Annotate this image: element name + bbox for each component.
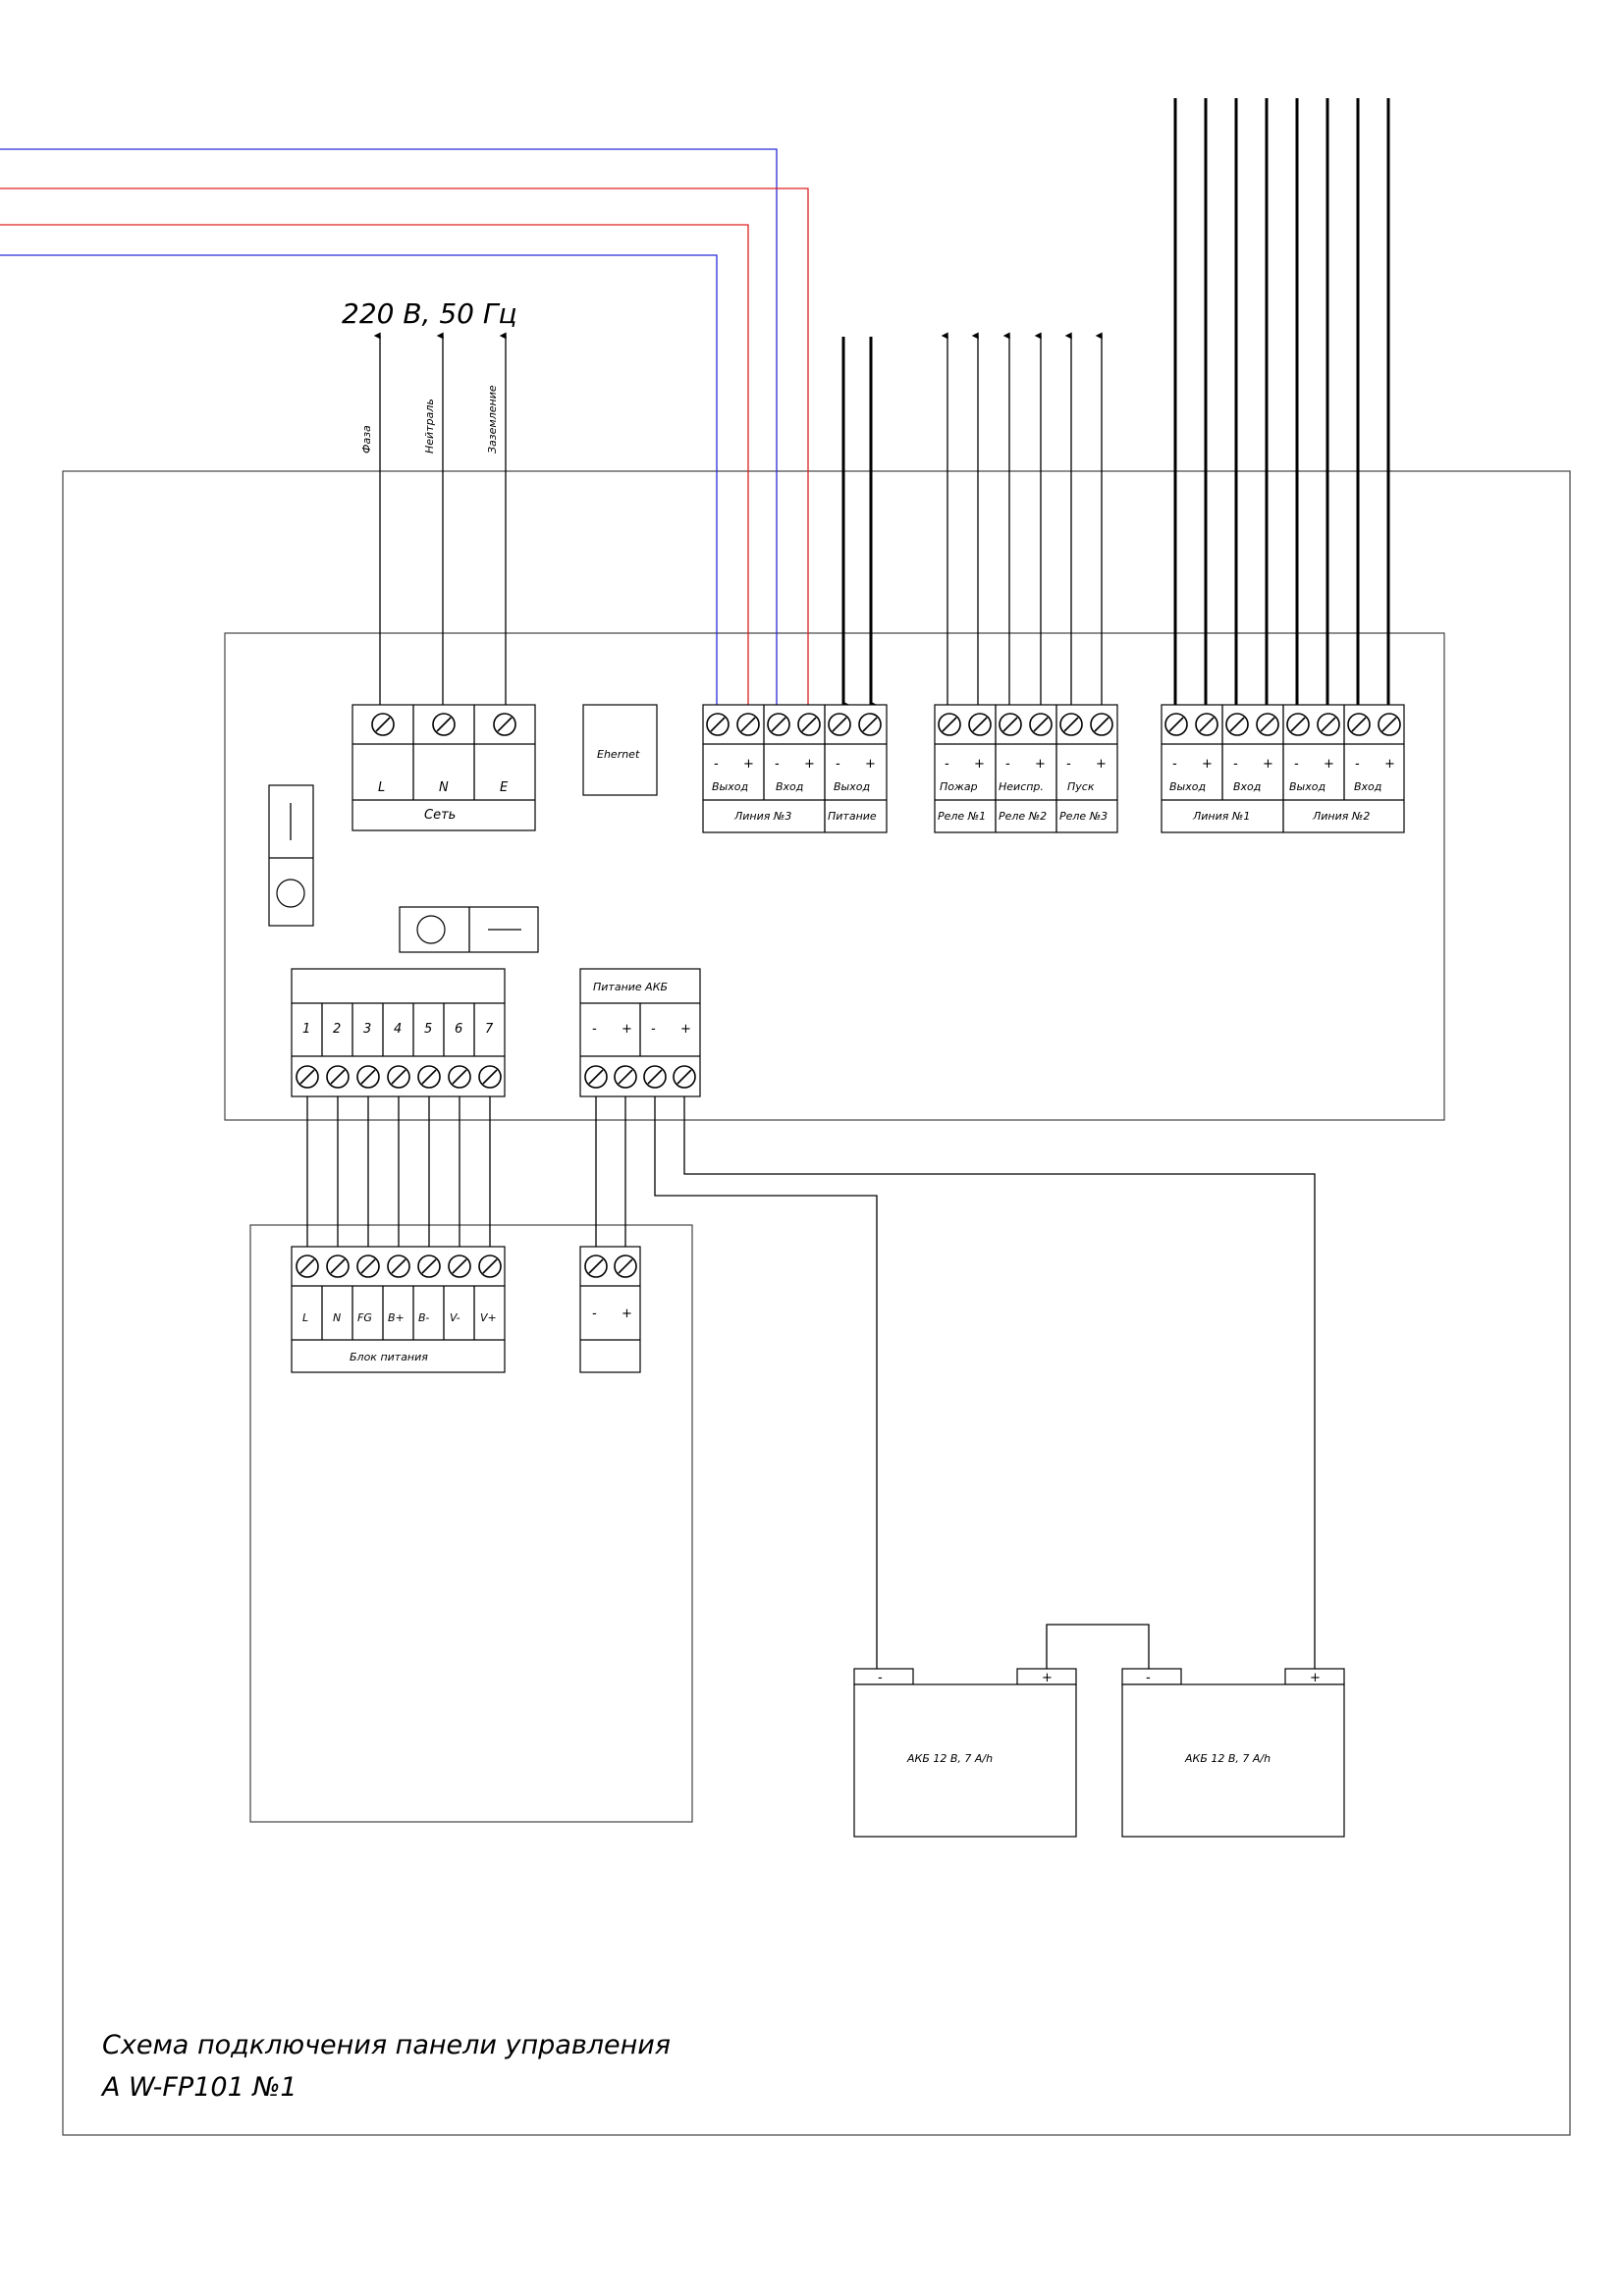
- internal-wires: [306, 1096, 1316, 1669]
- psu-dc-terminal-block: - +: [579, 1246, 641, 1373]
- wire-ground-label: Заземление: [486, 385, 499, 454]
- polarity-plus: +: [1035, 757, 1046, 772]
- power-arrows: [373, 332, 507, 705]
- psu-module-outline: [249, 1224, 693, 1823]
- relay2-label: Реле №2: [999, 810, 1047, 823]
- relay-start-label: Пуск: [1067, 780, 1095, 793]
- polarity-minus: -: [836, 757, 840, 772]
- polarity-minus: -: [1172, 757, 1177, 772]
- horizontal-toggle-switch[interactable]: [399, 906, 539, 953]
- battery-2-label: АКБ 12 В, 7 А/h: [1184, 1752, 1271, 1765]
- power-group-label: Питание: [828, 810, 877, 823]
- line3-terminal-block: - + - + - + Выход Вход Выход Линия №3 Пи…: [702, 337, 888, 833]
- psu-terminal-Bminus: B-: [418, 1311, 429, 1324]
- terminal-number: 3: [363, 1022, 371, 1037]
- control-board-outline: [224, 632, 1445, 1121]
- incoming-cables: [0, 148, 809, 705]
- numbered-terminal-block: 1 2 3 4 5 6 7: [291, 968, 506, 1097]
- mains-terminal-N: N: [439, 780, 449, 795]
- mains-terminal-block: L N E Сеть: [352, 704, 536, 831]
- mains-block-label: Сеть: [424, 808, 456, 823]
- power-output-label: Выход: [834, 780, 870, 793]
- wire-phase-label: Фаза: [360, 425, 373, 454]
- polarity-minus: -: [775, 757, 780, 772]
- relay-fault-label: Неиспр.: [999, 780, 1044, 793]
- polarity-plus: +: [622, 1307, 632, 1321]
- caption-line-2: A W-FP101 №1: [100, 2072, 298, 2103]
- polarity-minus: -: [592, 1022, 597, 1037]
- polarity-minus: -: [1233, 757, 1238, 772]
- line1-group-label: Линия №1: [1192, 810, 1250, 823]
- mains-terminal-E: E: [500, 780, 509, 795]
- psu-terminal-Bplus: B+: [388, 1311, 405, 1324]
- terminal-number: 2: [333, 1022, 341, 1037]
- battery-1-label: АКБ 12 В, 7 А/h: [906, 1752, 993, 1765]
- battery-1: - + АКБ 12 В, 7 А/h: [853, 1668, 1077, 1838]
- terminal-number: 7: [485, 1022, 494, 1037]
- psu-terminal-block: L N FG B+ B- V- V+ Блок питания: [291, 1246, 506, 1373]
- lines12-terminal-block: - + - + - + - + Выход Вход Выход Вход Ли…: [1161, 98, 1405, 833]
- enclosure-outline: [62, 470, 1571, 2136]
- line3-group-label: Линия №3: [733, 810, 791, 823]
- psu-terminal-Vplus: V+: [480, 1311, 497, 1324]
- terminal-number: 1: [302, 1022, 310, 1037]
- ethernet-label: Ehernet: [597, 748, 640, 761]
- battery-2-minus: -: [1146, 1671, 1151, 1685]
- relay1-label: Реле №1: [938, 810, 986, 823]
- terminal-number: 4: [394, 1022, 402, 1037]
- psu-terminal-L: L: [302, 1311, 308, 1324]
- polarity-plus: +: [1096, 757, 1107, 772]
- polarity-minus: -: [1294, 757, 1299, 772]
- battery-2-plus: +: [1310, 1671, 1321, 1685]
- line2-input-label: Вход: [1354, 780, 1381, 793]
- relay3-label: Реле №3: [1059, 810, 1108, 823]
- terminal-number: 6: [455, 1022, 462, 1037]
- line3-output-label: Выход: [712, 780, 748, 793]
- polarity-minus: -: [1355, 757, 1360, 772]
- battery-2: - + АКБ 12 В, 7 А/h: [1121, 1668, 1345, 1838]
- vertical-toggle-switch[interactable]: [268, 784, 314, 927]
- terminal-number: 5: [424, 1022, 432, 1037]
- line2-group-label: Линия №2: [1312, 810, 1370, 823]
- relay-terminal-block: - + - + - + Пожар Неиспр. Пуск Реле №1 Р…: [934, 332, 1118, 833]
- mains-terminal-L: L: [378, 780, 385, 795]
- polarity-plus: +: [1263, 757, 1273, 772]
- polarity-minus: -: [1066, 757, 1071, 772]
- power-heading: 220 В, 50 Гц: [342, 297, 517, 330]
- line1-output-label: Выход: [1169, 780, 1206, 793]
- line1-input-label: Вход: [1233, 780, 1261, 793]
- battery-1-plus: +: [1042, 1671, 1053, 1685]
- wire-neutral-label: Нейтраль: [423, 399, 436, 454]
- polarity-plus: +: [804, 757, 815, 772]
- polarity-minus: -: [945, 757, 949, 772]
- psu-terminal-FG: FG: [357, 1311, 372, 1324]
- battery-1-minus: -: [878, 1671, 883, 1685]
- line3-input-label: Вход: [776, 780, 803, 793]
- battery-power-terminal-block: Питание АКБ - + - +: [579, 968, 701, 1097]
- polarity-minus: -: [592, 1307, 597, 1321]
- polarity-minus: -: [651, 1022, 656, 1037]
- polarity-minus: -: [714, 757, 719, 772]
- polarity-plus: +: [622, 1022, 632, 1037]
- line2-output-label: Выход: [1289, 780, 1325, 793]
- psu-block-label: Блок питания: [350, 1351, 428, 1363]
- polarity-plus: +: [1202, 757, 1213, 772]
- polarity-plus: +: [1384, 757, 1395, 772]
- caption-line-1: Схема подключения панели управления: [102, 2030, 671, 2060]
- ethernet-port: [582, 704, 658, 796]
- polarity-plus: +: [743, 757, 754, 772]
- battery-power-title: Питание АКБ: [593, 981, 668, 993]
- psu-terminal-Vminus: V-: [450, 1311, 460, 1324]
- polarity-plus: +: [974, 757, 985, 772]
- polarity-plus: +: [1324, 757, 1334, 772]
- relay-fire-label: Пожар: [940, 780, 978, 793]
- polarity-minus: -: [1005, 757, 1010, 772]
- psu-terminal-N: N: [333, 1311, 341, 1324]
- polarity-plus: +: [865, 757, 876, 772]
- polarity-plus: +: [680, 1022, 691, 1037]
